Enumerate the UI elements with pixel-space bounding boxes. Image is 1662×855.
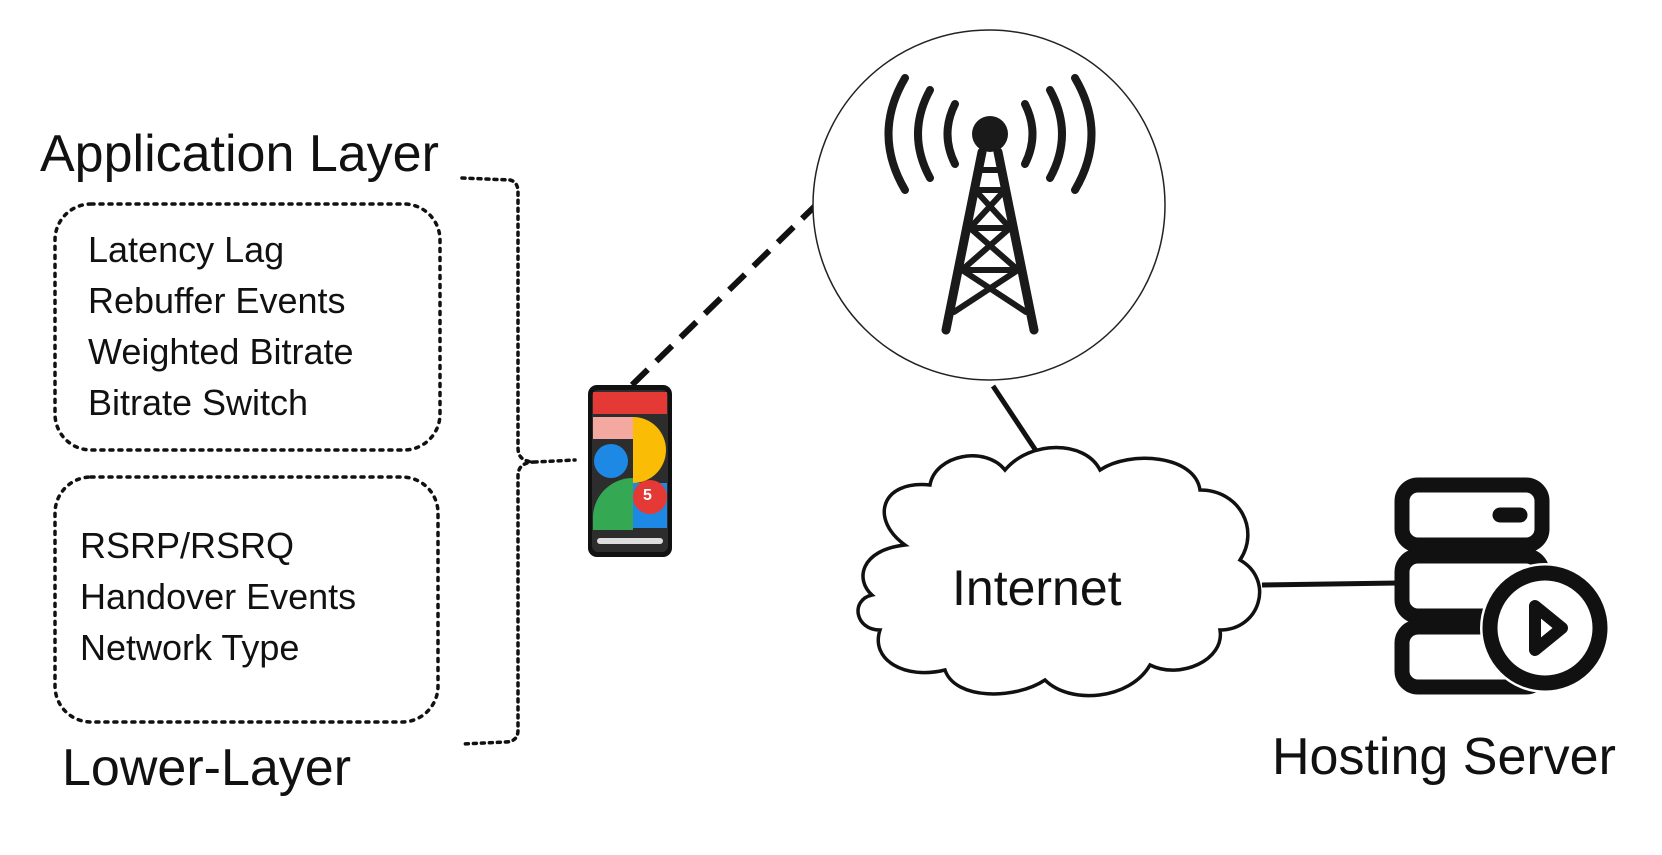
cell-tower-icon: [884, 74, 1096, 335]
cloud-icon: [856, 445, 1262, 698]
metric-item: Network Type: [80, 627, 300, 668]
phone-badge: 5: [643, 487, 652, 504]
metric-item: Latency Lag: [88, 229, 285, 270]
internet-label: Internet: [952, 560, 1122, 616]
lower-layer-metrics-box: [53, 475, 440, 724]
play-icon: [1480, 563, 1610, 693]
metric-item: Weighted Bitrate: [88, 331, 354, 372]
hosting-server-label: Hosting Server: [1272, 728, 1616, 786]
application-metrics-box: [53, 202, 442, 452]
lower-layer-metrics-list: RSRP/RSRQ Handover Events Network Type: [80, 528, 356, 681]
layer-group-brace: [460, 176, 577, 746]
smartphone-icon: [588, 385, 672, 557]
application-metrics-list: Latency Lag Rebuffer Events Weighted Bit…: [88, 232, 353, 436]
metric-item: Bitrate Switch: [88, 382, 309, 423]
lower-layer-title: Lower-Layer: [62, 739, 352, 797]
metric-item: Handover Events: [80, 576, 357, 617]
metric-item: Rebuffer Events: [88, 280, 346, 321]
application-layer-title: Application Layer: [40, 125, 439, 183]
wireless-link: [629, 203, 818, 388]
metric-item: RSRP/RSRQ: [80, 525, 295, 566]
internet-server-link: [1261, 580, 1401, 588]
